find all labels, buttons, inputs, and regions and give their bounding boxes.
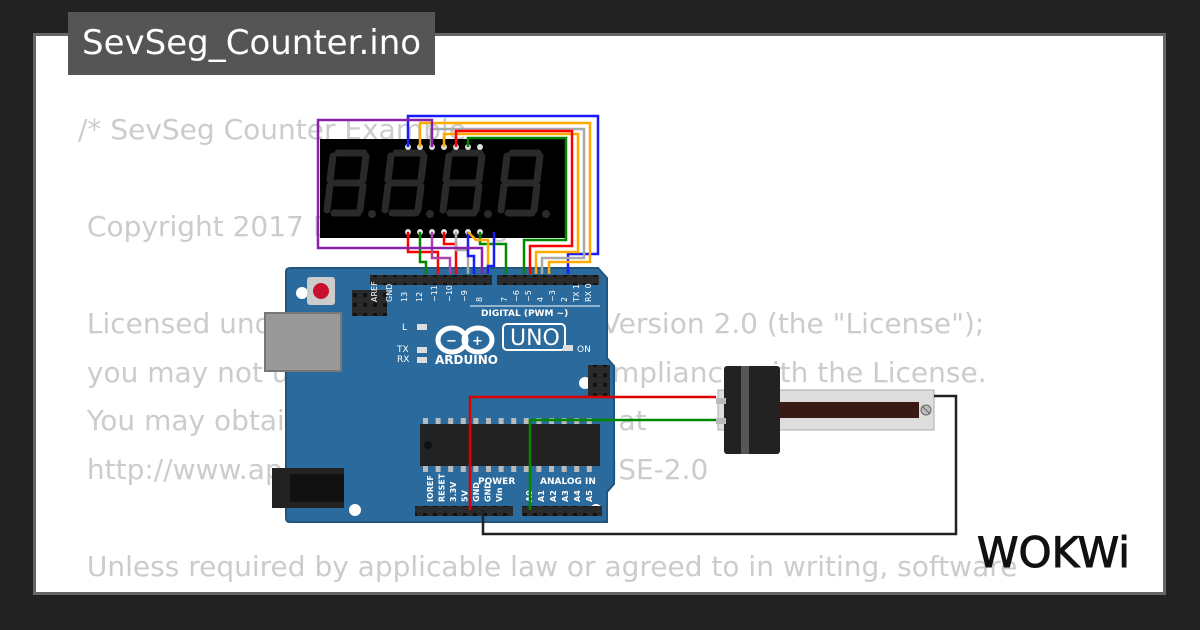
digital-pin-label: 12 xyxy=(415,292,424,302)
slide-potentiometer[interactable] xyxy=(716,366,935,454)
power-header xyxy=(415,506,513,516)
power-pin-label: Vin xyxy=(495,487,504,502)
model-label: UNO xyxy=(510,326,560,351)
digital-pin-label: ~10 xyxy=(445,285,454,302)
power-pin-label: GND xyxy=(472,482,481,502)
mount-hole xyxy=(349,504,361,516)
segment xyxy=(475,152,486,184)
icsp-header xyxy=(352,290,387,316)
led-rx xyxy=(417,357,427,363)
segment xyxy=(533,152,544,184)
power-pin-label: IOREF xyxy=(426,475,435,502)
decimal-point xyxy=(542,210,550,218)
analog-label: ANALOG IN xyxy=(540,477,596,487)
segment xyxy=(442,152,453,184)
power-pin-label: 3.3V xyxy=(449,481,458,502)
digital-pin-label: 13 xyxy=(400,292,409,302)
segment xyxy=(500,152,511,184)
digital-pin-label: 4 xyxy=(536,297,545,302)
digital-pin-label: ~5 xyxy=(524,290,533,302)
digital-pin-label: ~11 xyxy=(430,285,439,302)
wires xyxy=(316,114,958,536)
mount-hole xyxy=(296,287,308,299)
digital-pin-label: AREF xyxy=(370,281,379,302)
uno-badge xyxy=(502,323,566,351)
segment xyxy=(472,182,483,214)
analog-pin-label: A4 xyxy=(573,490,582,502)
led-on xyxy=(563,345,573,351)
analog-pin-label: A1 xyxy=(537,490,546,502)
segment xyxy=(384,152,395,184)
power-pin-label: RESET xyxy=(438,473,447,502)
decimal-point xyxy=(368,210,376,218)
power-label: POWER xyxy=(478,477,515,487)
display-pin xyxy=(477,144,483,150)
segment xyxy=(359,152,370,184)
digital-pin-label: RX 0 xyxy=(584,283,593,302)
led-label: RX xyxy=(397,355,409,365)
pot-knob[interactable] xyxy=(724,366,780,454)
digital-header-right xyxy=(497,275,599,285)
digital-pin-label: ~3 xyxy=(548,290,557,302)
analog-pin-label: A5 xyxy=(585,490,594,502)
decimal-point xyxy=(484,210,492,218)
digital-pin-label: ~6 xyxy=(512,290,521,302)
segment xyxy=(417,152,428,184)
digital-pin-label: ~9 xyxy=(460,290,469,302)
segment xyxy=(530,182,541,214)
power-pin-label: GND xyxy=(484,482,493,502)
icsp-header-right xyxy=(588,365,610,397)
wokwi-logo-text: WOKWi xyxy=(977,528,1130,577)
segment xyxy=(323,182,334,214)
analog-pin-label: A3 xyxy=(561,490,570,502)
svg-text:+: + xyxy=(472,334,483,349)
led-tx xyxy=(417,347,427,353)
led-label: L xyxy=(402,323,407,333)
digital-header-left xyxy=(370,275,492,285)
digital-label: DIGITAL (PWM ~) xyxy=(481,309,568,319)
analog-pin-label: A2 xyxy=(549,490,558,502)
digital-pin-label: TX 1 xyxy=(572,284,581,303)
svg-text:−: − xyxy=(446,334,457,349)
segment xyxy=(381,182,392,214)
on-label: ON xyxy=(577,345,591,355)
segment xyxy=(356,182,367,214)
segment xyxy=(497,182,508,214)
led-l xyxy=(417,324,427,330)
segment xyxy=(326,152,337,184)
power-pin-label: 5V xyxy=(461,489,470,502)
digital-pin-label: 8 xyxy=(475,297,484,302)
arduino-logo: − + xyxy=(435,325,495,355)
usb-port xyxy=(264,312,342,372)
analog-header xyxy=(522,506,602,516)
display-digit xyxy=(439,149,492,218)
brand-label: ARDUINO xyxy=(435,353,498,367)
sketch-title: SevSeg_Counter.ino xyxy=(68,12,436,75)
seven-segment-display[interactable] xyxy=(320,139,566,238)
segment xyxy=(439,182,450,214)
display-digit xyxy=(323,149,376,218)
decimal-point xyxy=(426,210,434,218)
pot-track xyxy=(735,402,919,418)
led-label: TX xyxy=(396,345,409,355)
display-digit xyxy=(381,149,434,218)
digital-pin-label: 2 xyxy=(560,297,569,302)
segment xyxy=(414,182,425,214)
wokwi-logo: WOKWi xyxy=(977,528,1131,578)
digital-pin-label: GND xyxy=(385,284,394,302)
atmega-chip xyxy=(420,424,600,466)
digital-pin-label: 7 xyxy=(500,297,509,302)
display-digit xyxy=(497,149,550,218)
